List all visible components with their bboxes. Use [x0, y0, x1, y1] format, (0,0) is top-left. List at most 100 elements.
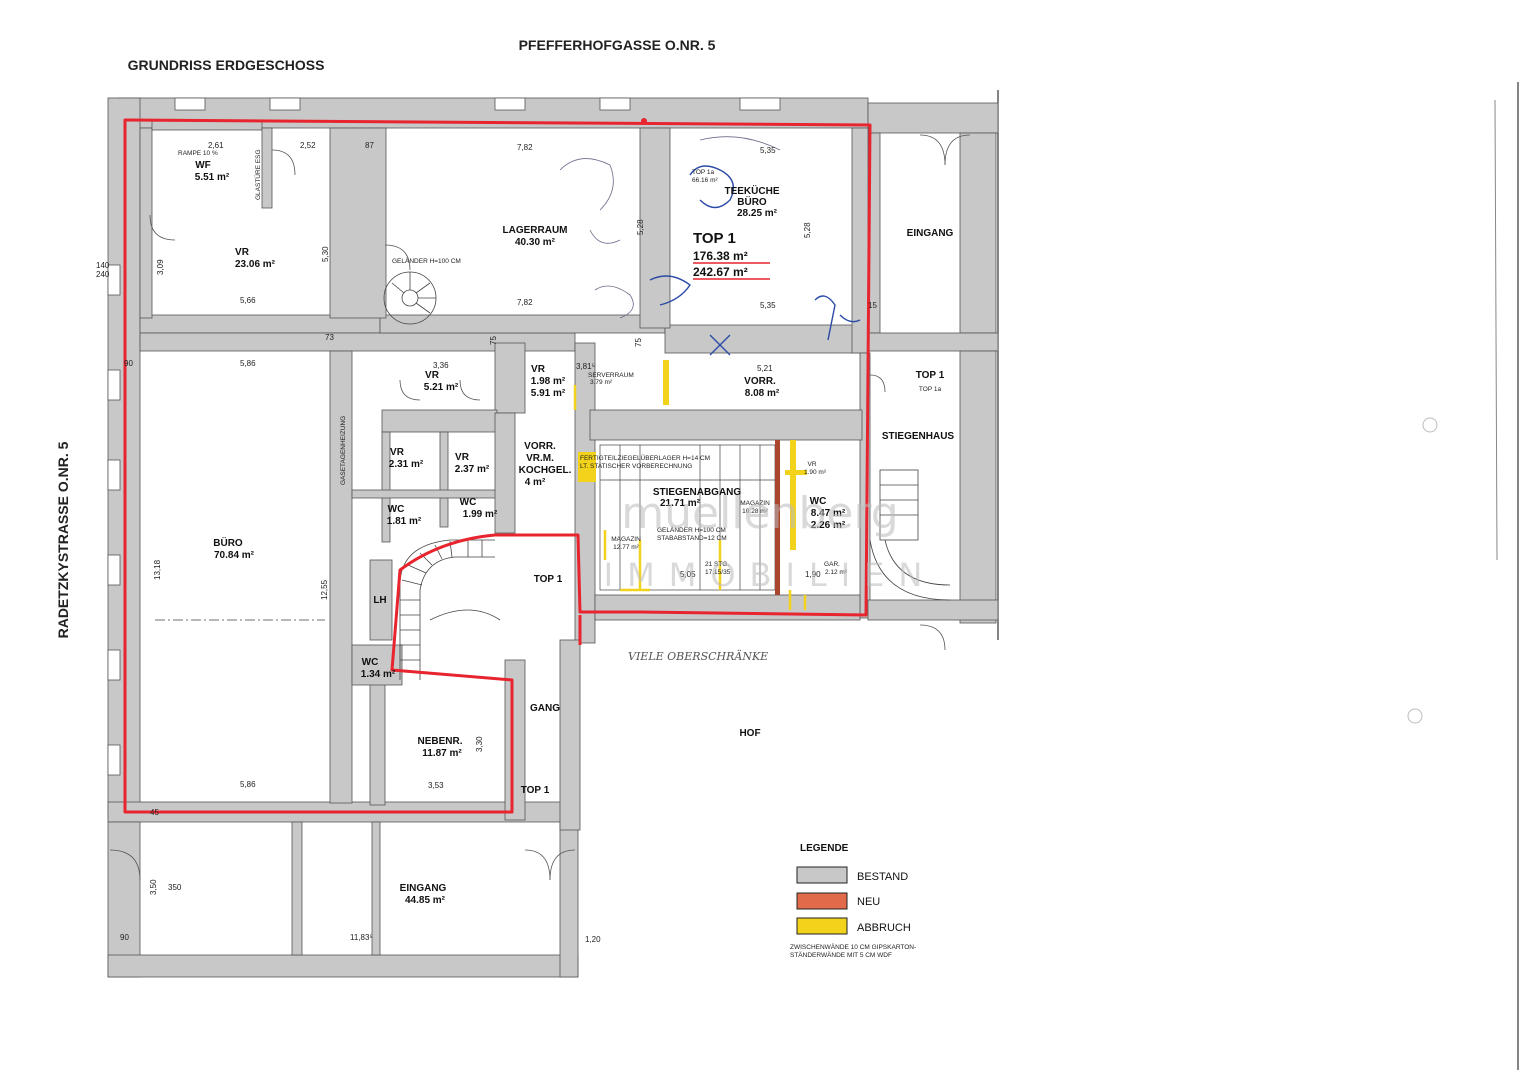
room-lh-name: LH [373, 595, 386, 606]
room-vr-nw-name: VR [235, 247, 250, 258]
room-gar-name: GAR. [824, 561, 840, 568]
room-vr-237-area: 2.37 m² [455, 464, 490, 475]
room-magazin-2-name: MAGAZIN [740, 500, 770, 507]
pencil-marks [559, 136, 781, 319]
room-top1-ne-label: TOP 1 [916, 370, 945, 381]
room-stiegenabgang-area: 21.71 m² [660, 498, 701, 509]
dim-label: 2,61 [208, 141, 224, 150]
dim-label: 5,30 [321, 246, 330, 262]
room-vorr-808-name: VORR. [744, 376, 776, 387]
dim-label: 5,21 [757, 364, 773, 373]
dim-label: 5,86 [240, 780, 256, 789]
room-vr-521-area: 5.21 m² [424, 382, 459, 393]
room-buero-ne-name: BÜRO [737, 195, 767, 208]
room-serverraum-area: 3.79 m² [590, 379, 613, 386]
room-vr-231-name: VR [390, 447, 405, 458]
dim-label: 1,20 [585, 935, 601, 944]
boundary-marker [641, 118, 647, 124]
dim-label: 7,82 [517, 298, 533, 307]
top1-label: TOP 1 [693, 230, 736, 247]
room-lagerraum-area: 40.30 m² [515, 237, 556, 248]
legend-swatch-abbruch [796, 917, 848, 935]
room-vorr-l2: VR.M. [526, 453, 554, 464]
room-wc-181-area: 1.81 m² [387, 516, 422, 527]
room-vr-231-area: 2.31 m² [389, 459, 424, 470]
room-magazin-1-area: 12.77 m² [613, 544, 639, 551]
street-left-title: RADETZKYSTRASSE O.NR. 5 [55, 441, 71, 638]
note-lt-statischer: LT. STATISCHER VORBERECHNUNG [580, 463, 692, 470]
legend-label-neu: NEU [857, 896, 880, 908]
legend-swatch-bestand [796, 866, 848, 884]
room-vr-521-name: VR [425, 370, 440, 381]
note-stababstand: STABABSTAND=12 CM [657, 535, 727, 542]
room-vorr-808-area: 8.08 m² [745, 388, 780, 399]
room-top1a-label: TOP 1a [692, 169, 715, 176]
room-wc-181-name: WC [388, 504, 405, 515]
room-vr-237-name: VR [455, 452, 470, 463]
dim-label: 7,82 [517, 143, 533, 152]
dim-label: 5,35 [760, 301, 776, 310]
street-top-title: PFEFFERHOFGASSE O.NR. 5 [519, 37, 716, 53]
note-gelaender-2: GELÄNDER H=100 CM [657, 526, 726, 534]
room-hof-name: HOF [739, 728, 760, 739]
top1-area-1: 176.38 m² [693, 249, 748, 263]
room-eingang-ne-name: EINGANG [907, 228, 954, 239]
room-wc-199-name: WC [460, 497, 477, 508]
dim-label: 90 [120, 933, 129, 942]
legend-title: LEGENDE [800, 843, 849, 854]
room-vorr-l1: VORR. [524, 441, 556, 452]
room-teekueche-name: TEEKÜCHE [724, 184, 779, 197]
legend-label-bestand: BESTAND [857, 871, 908, 883]
note-glasture: GLASTÜRE ESG [254, 149, 262, 200]
room-nebenr-name: NEBENR. [417, 736, 462, 747]
dim-label: 45 [150, 808, 159, 817]
room-vr-198-name: VR [531, 364, 546, 375]
watermark-sub: IMMOBILIEN [604, 556, 937, 594]
dim-label: 90 [124, 359, 133, 368]
legend-note-2: STÄNDERWÄNDE MIT 5 CM WDF [790, 951, 892, 959]
room-eingang-s-name: EINGANG [400, 883, 447, 894]
unit-boundary [123, 118, 872, 814]
room-lagerraum-name: LAGERRAUM [503, 225, 568, 236]
note-gelaender-1: GELÄNDER H=100 CM [392, 257, 461, 265]
room-buero-name: BÜRO [213, 536, 243, 549]
note-rampe: RAMPE 10 % [178, 150, 218, 157]
punch-hole-icon [1422, 417, 1438, 433]
dim-label: 5,86 [240, 359, 256, 368]
dim-label: 5,35 [760, 146, 776, 155]
room-wc-134-area: 1.34 m² [361, 669, 396, 680]
dim-label: 12,55 [320, 579, 329, 600]
room-magazin-2-area: 10.28 m² [742, 508, 768, 515]
legend-swatch-neu [796, 892, 848, 910]
room-top1a-ne-label: TOP 1a [919, 386, 942, 393]
room-eingang-s-area: 44.85 m² [405, 895, 446, 906]
punch-hole-icon [1407, 708, 1423, 724]
top1-south-label: TOP 1 [521, 785, 550, 796]
dim-label: 2,52 [300, 141, 316, 150]
room-wc-199-area: 1.99 m² [463, 509, 498, 520]
pen-marks [649, 165, 861, 356]
dim-label: 3,50 [149, 879, 158, 895]
door-swings [109, 134, 971, 881]
dim-label: 5,28 [803, 222, 812, 238]
dim-label: 75 [489, 336, 498, 345]
room-gang-name: GANG [530, 703, 560, 714]
dimension-labels: 2,61 2,52 87 7,82 5,35 5,66 7,82 5,35 5,… [96, 141, 877, 944]
room-buero-area: 70.84 m² [214, 550, 255, 561]
room-magazin-1-name: MAGAZIN [611, 536, 641, 543]
dim-label: 1,90 [805, 570, 821, 579]
room-vr-small-area: 1.90 m² [804, 469, 827, 476]
dim-label: 5,28 [636, 219, 645, 235]
legend-label-abbruch: ABBRUCH [857, 922, 911, 934]
dim-label: 13,18 [153, 559, 162, 580]
room-vr-small-name: VR [807, 461, 816, 468]
window-openings [107, 97, 781, 776]
room-vorr-area: 4 m² [525, 477, 546, 488]
room-wf-name: WF [195, 160, 211, 171]
dim-label: 73 [325, 333, 334, 342]
dim-label: 3,81⁵ [576, 362, 595, 371]
dim-label: 3,09 [156, 259, 165, 275]
dim-label: 87 [365, 141, 374, 150]
legend-note-1: ZWISCHENWÄNDE 10 CM GIPSKARTON- [790, 943, 916, 951]
